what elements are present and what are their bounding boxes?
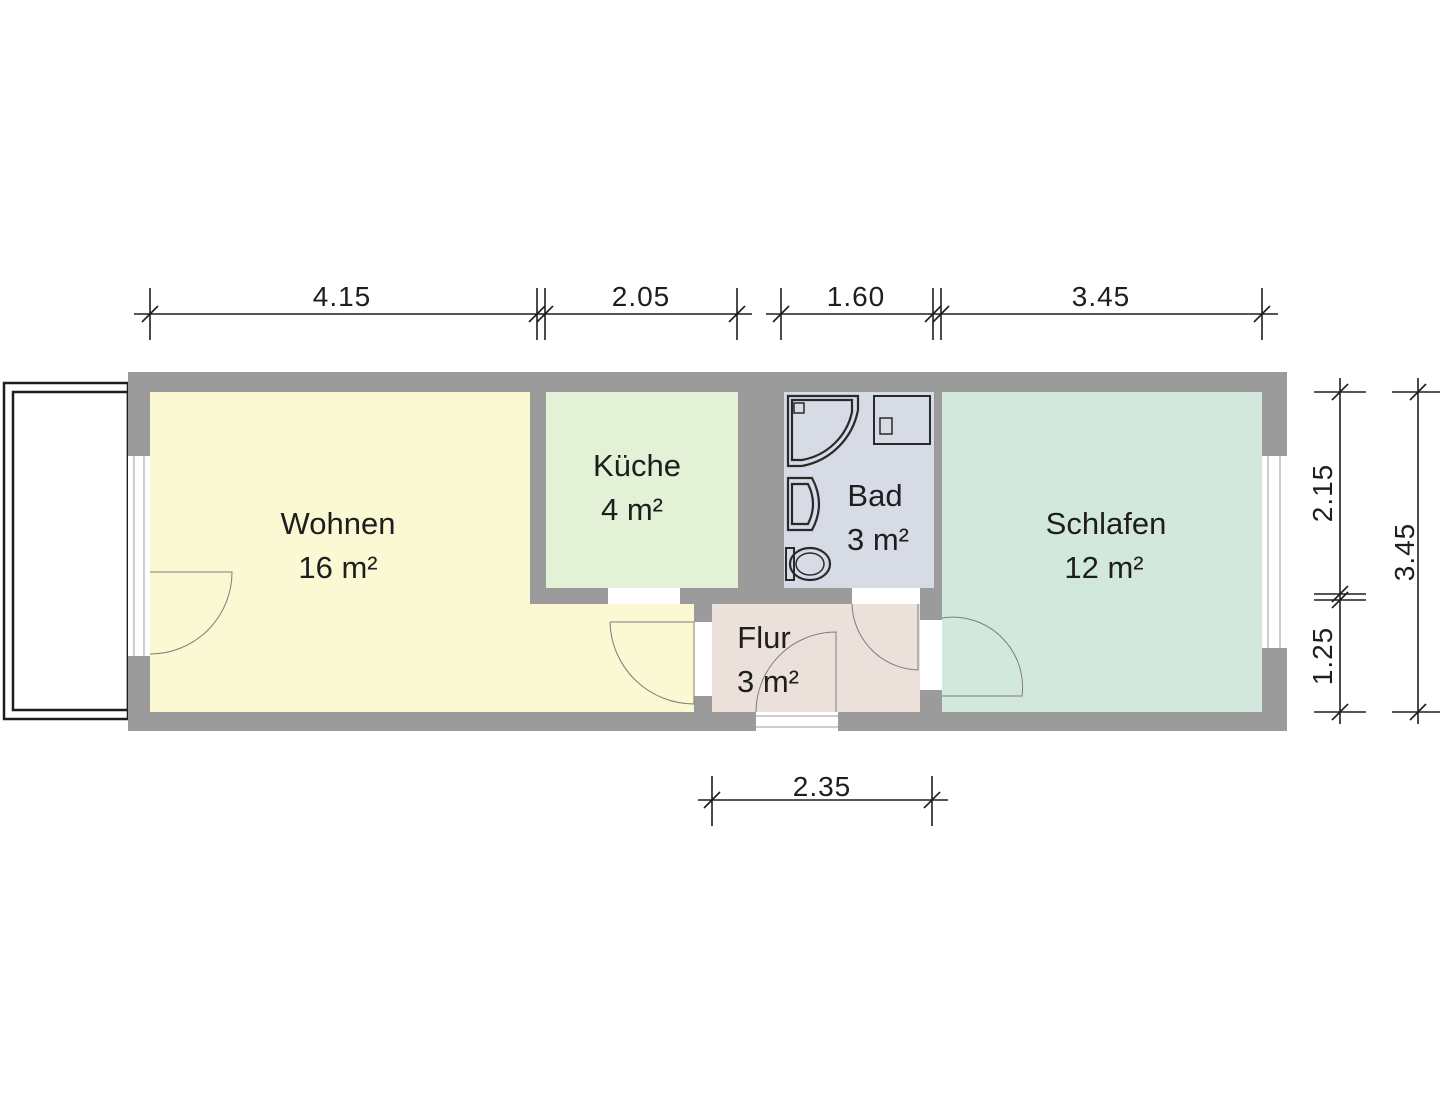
washbasin-icon bbox=[786, 476, 821, 532]
dim-right-1: 2.15 bbox=[1307, 464, 1338, 523]
dim-top-1: 4.15 bbox=[313, 281, 372, 312]
room-wohnen-area: 16 m² bbox=[298, 550, 377, 585]
room-bad-area: 3 m² bbox=[847, 522, 909, 557]
dimension-chain-bottom: 2.35 bbox=[698, 771, 948, 826]
room-bad-floor bbox=[784, 392, 934, 588]
dim-bottom-1: 2.35 bbox=[793, 771, 852, 802]
room-flur-floor bbox=[712, 604, 920, 712]
shower-icon bbox=[786, 394, 860, 468]
room-kueche-name: Küche bbox=[593, 448, 681, 483]
dim-top-4: 3.45 bbox=[1072, 281, 1131, 312]
room-schlafen-floor bbox=[942, 392, 1262, 712]
door-swings bbox=[149, 571, 1024, 713]
room-schlafen-area: 12 m² bbox=[1064, 550, 1143, 585]
room-flur-area: 3 m² bbox=[737, 664, 799, 699]
room-wohnen-floor bbox=[150, 392, 694, 712]
room-bad-name: Bad bbox=[847, 478, 902, 513]
room-kueche-area: 4 m² bbox=[601, 492, 663, 527]
balcony bbox=[2, 381, 130, 721]
toilet-icon bbox=[785, 546, 832, 582]
dim-right-2: 1.25 bbox=[1307, 627, 1338, 686]
room-schlafen-name: Schlafen bbox=[1046, 506, 1167, 541]
dim-top-2: 2.05 bbox=[612, 281, 671, 312]
dimension-chain-right-inner: 2.15 1.25 bbox=[1307, 378, 1366, 724]
room-flur-name: Flur bbox=[737, 620, 790, 655]
openings bbox=[128, 456, 1287, 731]
washing-machine-icon bbox=[873, 395, 931, 445]
dimension-chain-right-outer: 3.45 bbox=[1389, 378, 1440, 724]
room-kueche-floor bbox=[546, 392, 738, 588]
room-wohnen-name: Wohnen bbox=[281, 506, 396, 541]
dimension-chain-top: 4.15 2.05 1.60 3.45 bbox=[134, 281, 1278, 340]
dim-right-total: 3.45 bbox=[1389, 523, 1420, 582]
dim-top-3: 1.60 bbox=[827, 281, 886, 312]
